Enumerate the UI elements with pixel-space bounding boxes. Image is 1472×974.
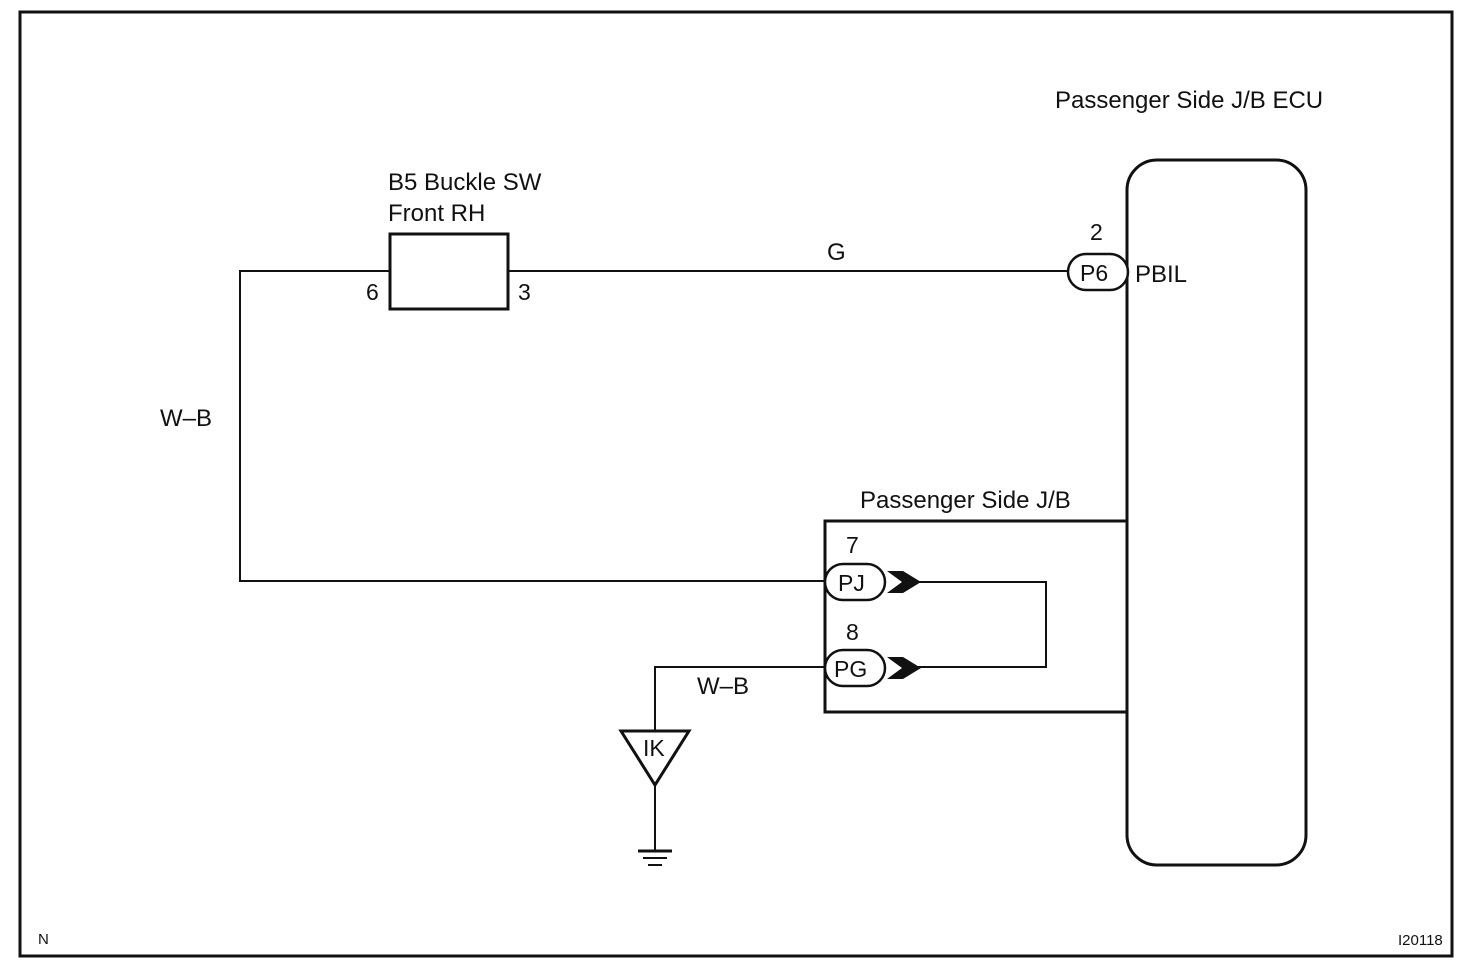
pg-terminal-arrow-icon <box>887 657 921 679</box>
pj-connector <box>823 562 887 602</box>
jb-internal-jumper <box>905 581 1047 668</box>
pbil-terminal-label: PBIL <box>1135 261 1187 288</box>
corner-mark: N <box>38 931 49 948</box>
wire-wb-buckle-color-label: W–B <box>160 405 212 432</box>
buckle-pin-left: 6 <box>366 279 379 305</box>
buckle-switch-label-line2: Front RH <box>388 200 485 227</box>
wire-wb-buckle <box>239 270 826 582</box>
buckle-switch-label-line1: B5 Buckle SW <box>388 169 542 196</box>
wire-wb-ground <box>654 666 825 731</box>
p6-connector-label: P6 <box>1080 260 1108 286</box>
junction-block-outline <box>823 519 1127 714</box>
ground-point-triangle <box>618 729 692 788</box>
wire-wb-ground-color-label: W–B <box>697 673 749 700</box>
ground-point-label: IK <box>643 735 665 761</box>
wire-g-color-label: G <box>827 239 846 266</box>
diagram-frame <box>18 10 1454 958</box>
pj-pin-number: 7 <box>846 532 859 558</box>
buckle-switch-body <box>388 232 510 311</box>
buckle-pin-right: 3 <box>518 279 531 305</box>
p6-pin-number: 2 <box>1090 219 1103 245</box>
pj-terminal-arrow-icon <box>887 571 921 593</box>
figure-code: I20118 <box>1398 932 1443 949</box>
pg-connector-label: PG <box>834 656 867 682</box>
ecu-body <box>1125 158 1308 867</box>
junction-block-label: Passenger Side J/B <box>860 487 1071 514</box>
pj-connector-label: PJ <box>838 570 865 596</box>
pg-pin-number: 8 <box>846 619 859 645</box>
ecu-label: Passenger Side J/B ECU <box>1055 87 1323 114</box>
p6-connector <box>1066 252 1130 292</box>
ground-symbol-icon <box>638 849 672 866</box>
